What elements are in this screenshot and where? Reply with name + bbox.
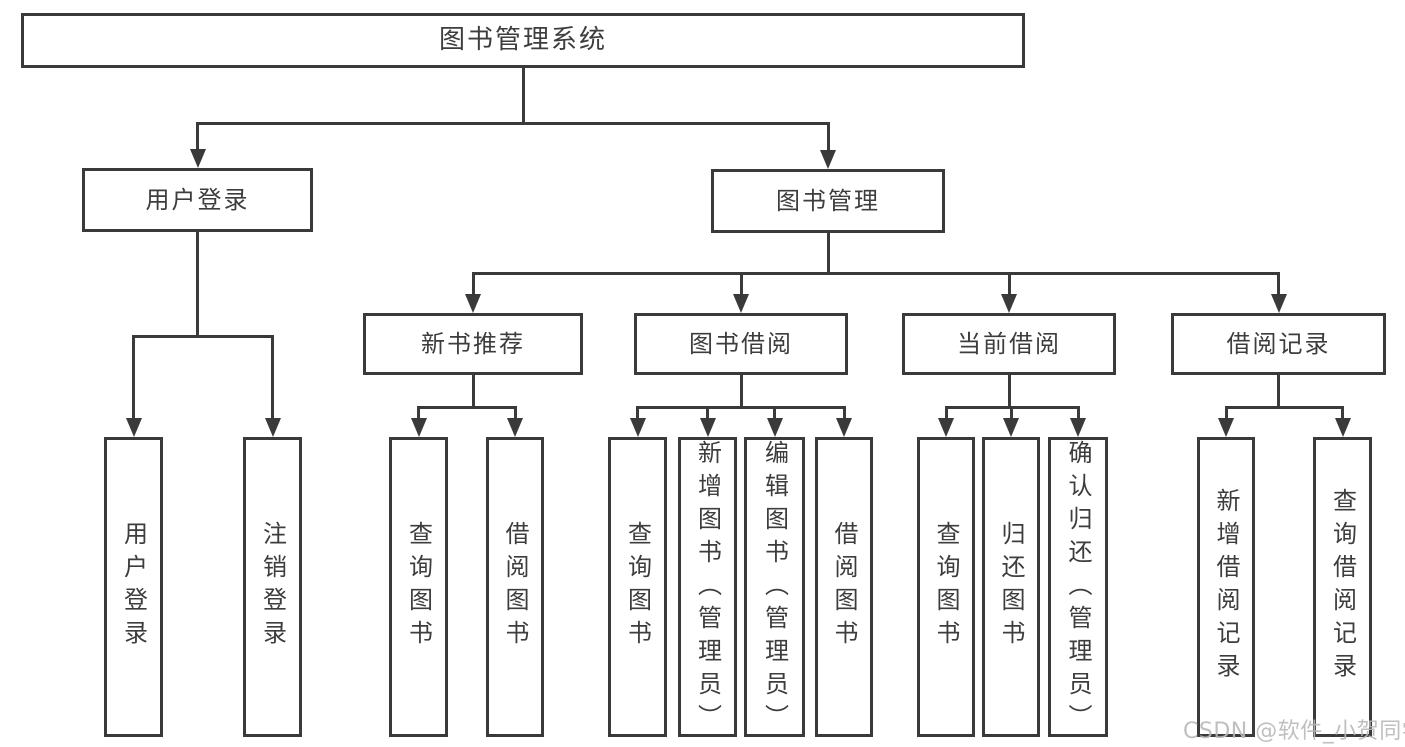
connector-stem-current-borrow [1007, 375, 1011, 409]
arrowhead-down-icon [733, 294, 749, 313]
connector-arrow-line-borrow-records [1277, 272, 1280, 297]
node-bb-edit: 编辑图书（管理员） [744, 437, 805, 737]
arrowhead-down-icon [1218, 418, 1234, 437]
connector-arrow-line-current-borrow [1007, 272, 1011, 297]
node-label-book-borrow: 图书借阅 [689, 329, 793, 358]
connector-arrow-line-br-add [1224, 406, 1228, 421]
connector-stem-root [521, 68, 525, 125]
node-cb-return: 归还图书 [982, 437, 1040, 737]
connector-arrow-line-bb-add [706, 406, 709, 421]
connector-arrow-line-br-query [1341, 406, 1344, 421]
arrowhead-down-icon [507, 418, 523, 437]
arrowhead-down-icon [1334, 418, 1351, 437]
arrowhead-down-icon [629, 418, 646, 437]
connector-branch-book-management [471, 272, 1280, 275]
connector-arrow-line-bb-query [636, 406, 639, 421]
node-label-cb-query: 查询图书 [932, 521, 960, 653]
node-label-login: 用户登录 [119, 521, 148, 653]
connector-arrow-line-bb-borrow [842, 406, 846, 421]
arrowhead-down-icon [264, 418, 281, 437]
connector-arrow-line-nb-borrow [513, 406, 517, 421]
connector-stem-book-borrow [739, 375, 743, 409]
connector-stem-new-book-recommend [471, 375, 475, 409]
arrowhead-down-icon [1001, 294, 1017, 313]
node-label-cb-return: 归还图书 [997, 521, 1025, 653]
connector-stem-book-management [826, 233, 830, 275]
arrowhead-down-icon [699, 418, 716, 437]
node-book-borrow: 图书借阅 [634, 313, 848, 375]
node-label-book-management: 图书管理 [776, 186, 880, 215]
node-label-cb-confirm: 确认归还（管理员） [1064, 440, 1092, 737]
connector-branch-new-book-recommend [417, 406, 517, 409]
connector-arrow-line-login [132, 335, 135, 421]
node-logout: 注销登录 [243, 437, 302, 737]
node-root: 图书管理系统 [21, 13, 1025, 68]
connector-branch-root [196, 122, 830, 125]
node-login: 用户登录 [104, 437, 163, 737]
node-label-bb-borrow: 借阅图书 [830, 521, 858, 653]
connector-arrow-line-book-borrow [739, 272, 743, 297]
arrowhead-down-icon [836, 418, 852, 437]
node-nb-borrow: 借阅图书 [486, 437, 544, 737]
connector-arrow-line-new-book-recommend [471, 272, 475, 297]
node-br-query: 查询借阅记录 [1313, 437, 1372, 737]
node-label-current-borrow: 当前借阅 [957, 329, 1061, 358]
connector-arrow-line-cb-confirm [1076, 406, 1080, 421]
node-label-nb-borrow: 借阅图书 [501, 521, 529, 653]
arrowhead-down-icon [1270, 294, 1287, 313]
arrowhead-down-icon [465, 294, 481, 313]
connector-branch-user-login [132, 335, 274, 338]
node-label-user-login: 用户登录 [145, 185, 250, 214]
connector-arrow-line-cb-return [1009, 406, 1013, 421]
node-borrow-records: 借阅记录 [1171, 313, 1386, 375]
connector-arrow-line-logout [271, 335, 274, 421]
node-user-login: 用户登录 [82, 168, 313, 232]
node-nb-query: 查询图书 [389, 437, 448, 737]
connector-stem-user-login [196, 232, 199, 338]
arrowhead-down-icon [766, 418, 783, 437]
connector-arrow-line-nb-query [417, 406, 420, 421]
node-cb-query: 查询图书 [917, 437, 975, 737]
connector-branch-book-borrow [636, 406, 846, 409]
node-label-bb-add: 新增图书（管理员） [693, 440, 722, 737]
arrowhead-down-icon [125, 418, 142, 437]
node-label-logout: 注销登录 [258, 521, 287, 653]
connector-arrow-line-bb-edit [773, 406, 776, 421]
node-current-borrow: 当前借阅 [902, 313, 1116, 375]
node-cb-confirm: 确认归还（管理员） [1048, 437, 1108, 737]
node-label-new-book-recommend: 新书推荐 [421, 329, 525, 358]
node-label-borrow-records: 借阅记录 [1226, 329, 1331, 358]
connector-arrow-line-cb-query [944, 406, 948, 421]
arrowhead-down-icon [1070, 418, 1086, 437]
node-label-bb-edit: 编辑图书（管理员） [760, 440, 789, 737]
arrowhead-down-icon [189, 149, 206, 168]
node-label-root: 图书管理系统 [438, 24, 607, 55]
arrowhead-down-icon [820, 150, 836, 169]
node-br-add: 新增借阅记录 [1197, 437, 1255, 737]
connector-branch-borrow-records [1224, 406, 1344, 409]
node-book-management: 图书管理 [711, 169, 945, 233]
arrowhead-down-icon [1003, 418, 1019, 437]
node-label-br-add: 新增借阅记录 [1212, 488, 1240, 686]
arrowhead-down-icon [938, 418, 954, 437]
node-bb-borrow: 借阅图书 [815, 437, 873, 737]
connector-arrow-line-book-management [826, 122, 830, 153]
node-new-book-recommend: 新书推荐 [363, 313, 583, 375]
node-bb-query: 查询图书 [608, 437, 667, 737]
node-label-nb-query: 查询图书 [404, 521, 433, 653]
watermark-text: CSDN @软件_小贺同学 [1183, 719, 1405, 744]
node-bb-add: 新增图书（管理员） [678, 437, 737, 737]
connector-stem-borrow-records [1277, 375, 1280, 409]
connector-arrow-line-user-login [196, 122, 199, 152]
node-label-bb-query: 查询图书 [623, 521, 652, 653]
arrowhead-down-icon [410, 418, 427, 437]
node-label-br-query: 查询借阅记录 [1328, 488, 1357, 686]
